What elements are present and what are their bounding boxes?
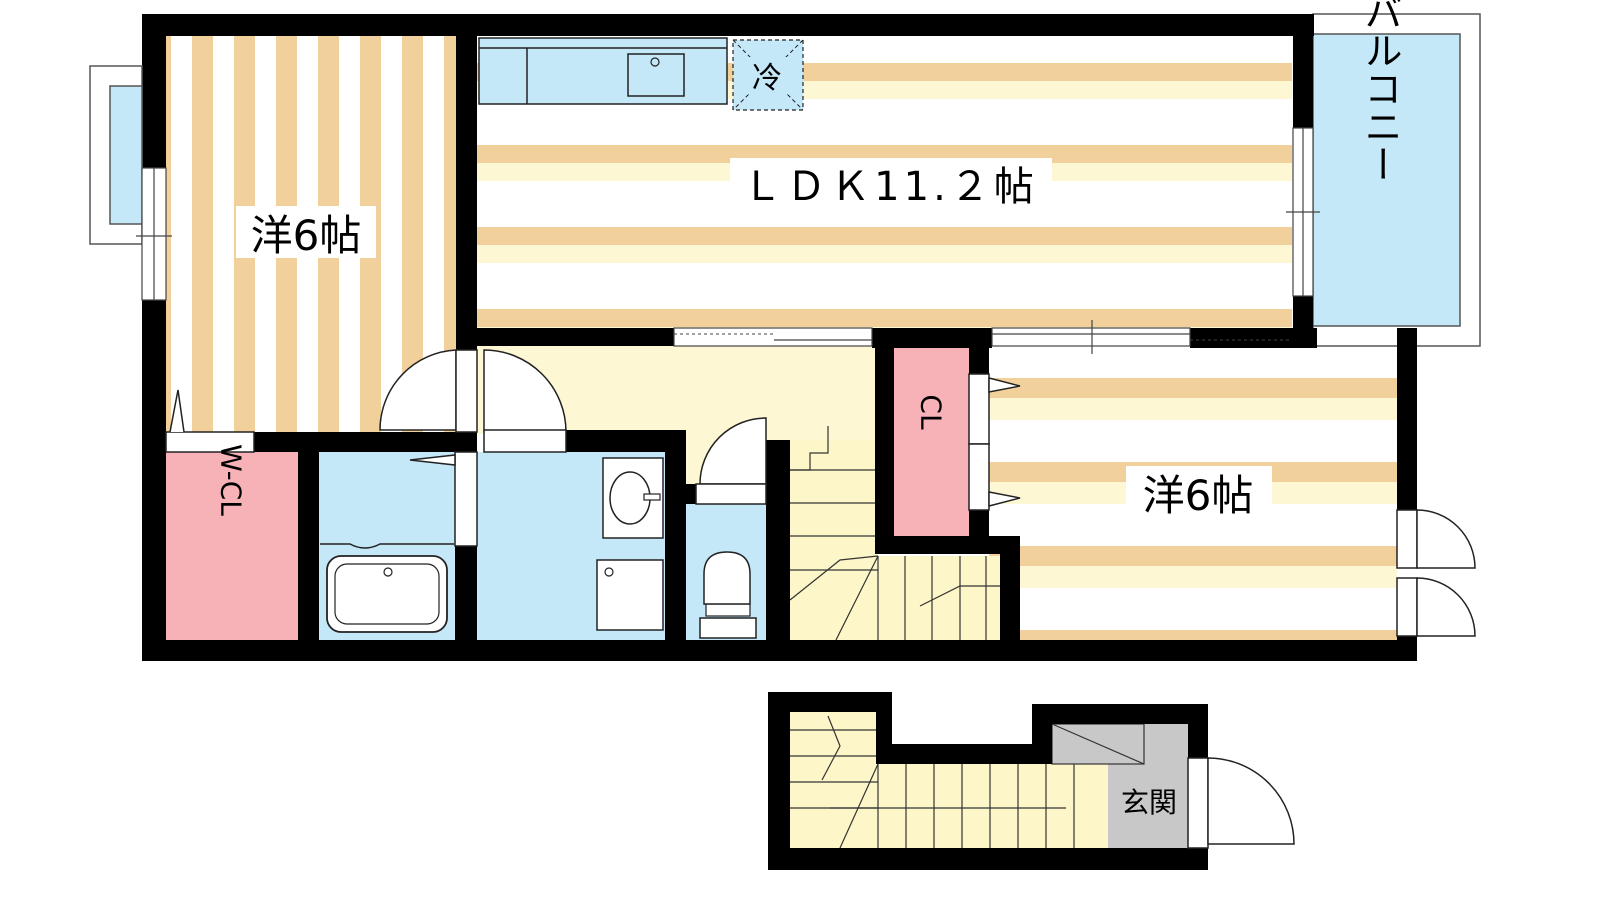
entrance-label-bg (1114, 786, 1184, 820)
ldk-label: ＬＤＫ11.２帖 (742, 164, 1038, 210)
stairs-lower-steps (790, 715, 1075, 849)
walk-in-closet-label: W-CL (215, 444, 248, 516)
balcony-label: バルコニー (1358, 0, 1402, 183)
entrance-stairs-floor (790, 712, 878, 848)
toilet-tank (699, 617, 757, 639)
stairs-upper-floor (790, 440, 878, 640)
closet-floor (894, 348, 969, 536)
shoe-cabinet-diagonal (1051, 723, 1145, 765)
bathtub-outline (320, 543, 454, 549)
entrance-stairs-floor-2 (878, 764, 1108, 848)
western-room-left-label: 洋6帖 (251, 211, 362, 260)
western-left-label-bg (236, 206, 376, 258)
entrance-label: 玄関 (1121, 786, 1177, 819)
closet-label: CL (915, 394, 948, 430)
doors (165, 349, 1476, 637)
toilet-lid-hinge (705, 603, 751, 617)
washing-machine-drain (604, 567, 614, 577)
walls (142, 14, 1417, 661)
bathtub-inner (334, 563, 440, 625)
ldk-label-bg (730, 158, 1052, 210)
kitchen-sink (627, 53, 685, 97)
kitchen-counter (478, 37, 728, 105)
toilet-bowl (703, 551, 751, 605)
faucet (643, 493, 661, 501)
stairs-upper-floor-2 (878, 556, 1000, 640)
walk-in-closet-floor (163, 452, 298, 640)
bathtub-drain (383, 567, 393, 577)
entrance-walls (768, 692, 1208, 870)
western-room-right-label: 洋6帖 (1143, 471, 1254, 520)
fridge-label-bg (745, 57, 789, 93)
washing-machine (596, 559, 664, 631)
windows (89, 65, 1320, 354)
fridge-label: 冷 (752, 61, 782, 96)
sink-drain (650, 57, 660, 67)
balcony-floor (1312, 33, 1461, 327)
western-right-label-bg (1126, 466, 1272, 518)
stairs-upper-steps (789, 426, 1000, 641)
entrance-door (1187, 757, 1295, 849)
